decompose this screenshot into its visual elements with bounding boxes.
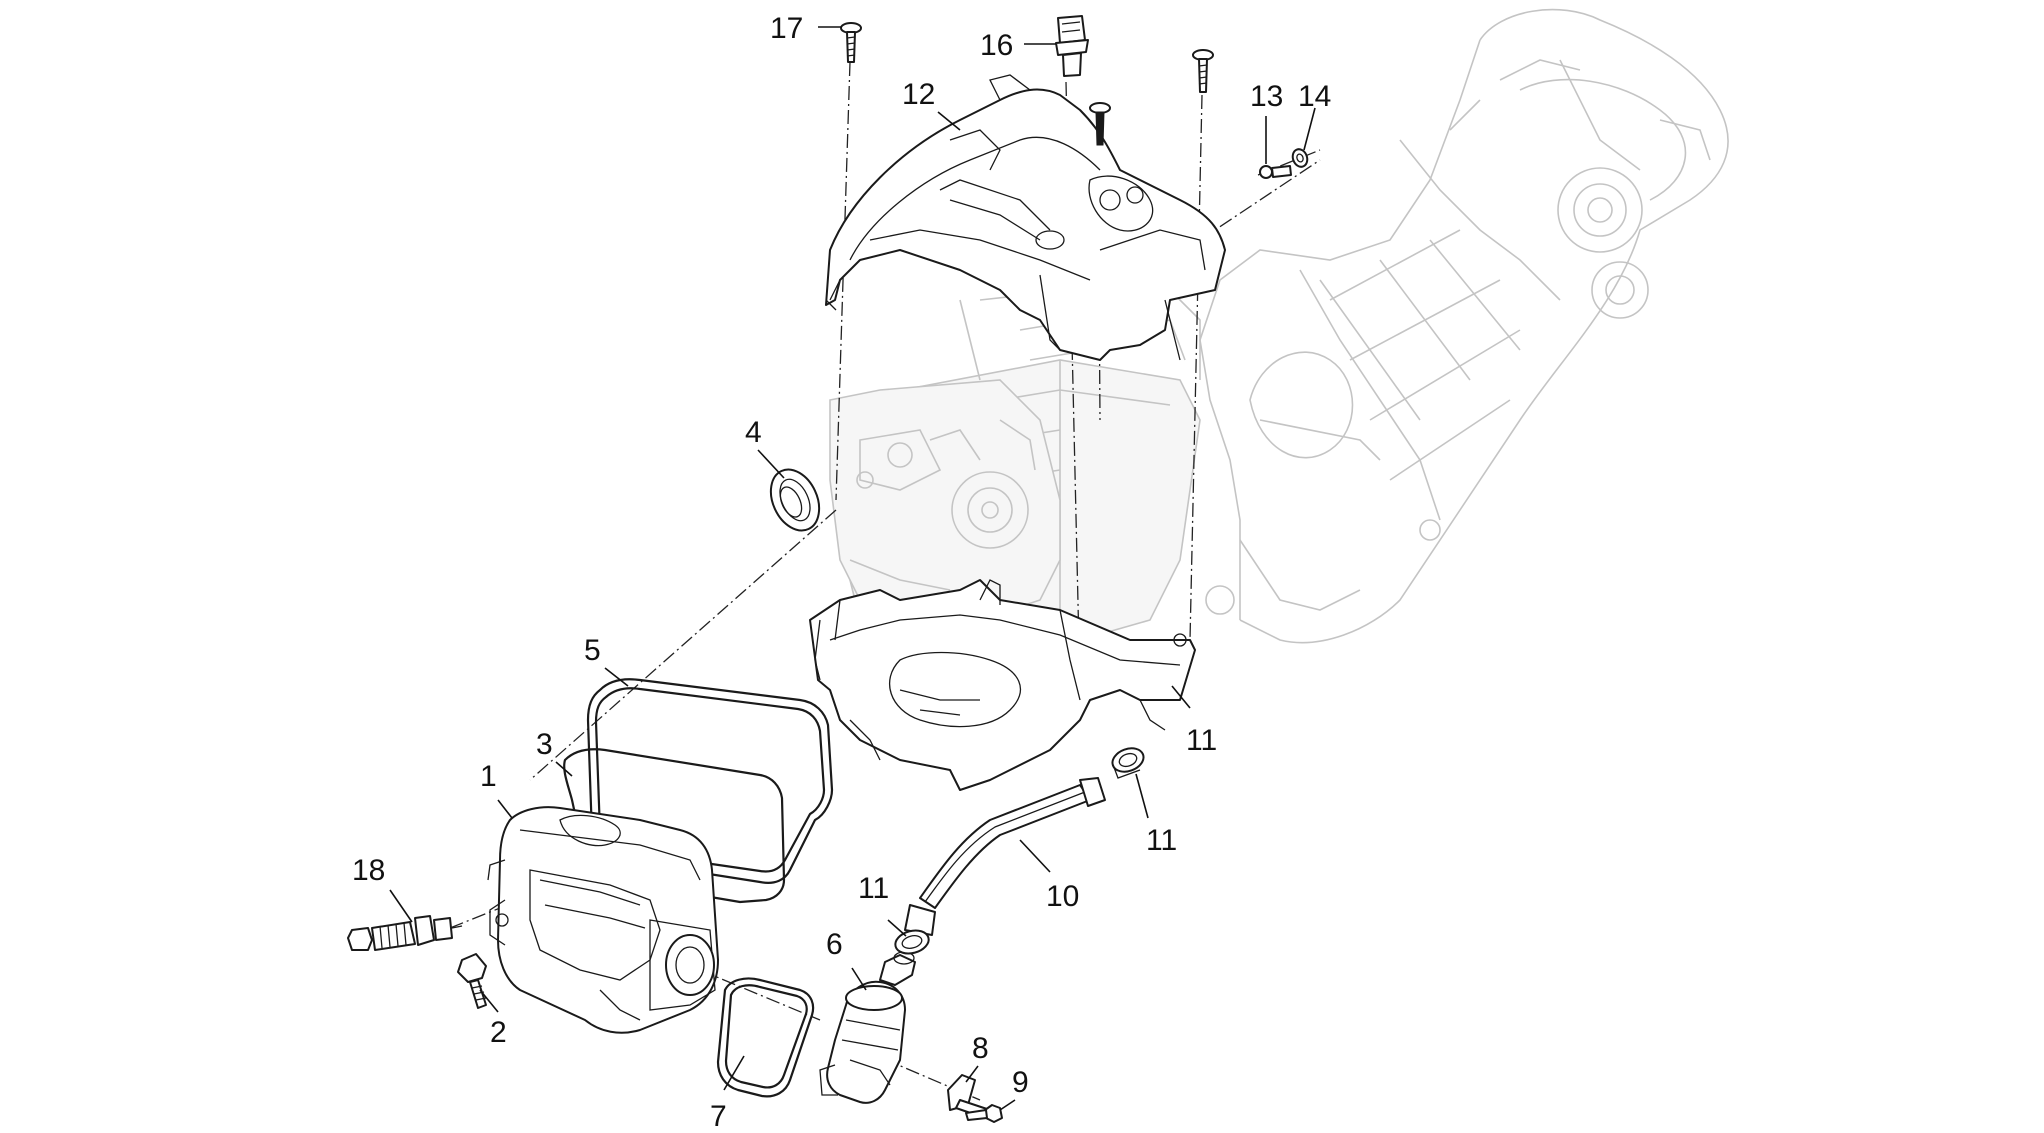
- shroud-screw-middle: [1089, 102, 1111, 146]
- callout-labels: 17 16 12 13 14 4 5 3 1 18 2 11 11 10 11 …: [352, 12, 1331, 1133]
- shroud-screw-right: [1192, 49, 1214, 93]
- callout-2: 2: [490, 1016, 507, 1049]
- seal-ring: [769, 468, 821, 532]
- callout-9: 9: [1012, 1066, 1029, 1099]
- callout-16: 14: [1298, 80, 1331, 113]
- callout-1: 1: [480, 760, 497, 793]
- cover-screw: [457, 953, 487, 1009]
- callout-15: 13: [1250, 80, 1283, 113]
- callout-10: 10: [1046, 880, 1079, 913]
- callout-18: 18: [352, 854, 385, 887]
- valve-cover: [487, 806, 719, 1034]
- breather: [819, 951, 916, 1104]
- inner-gasket: [563, 748, 786, 904]
- leader-lines: [389, 26, 1316, 1111]
- small-screw: [1259, 165, 1292, 179]
- callout-5: 5: [584, 634, 601, 667]
- callout-17: 16: [980, 29, 1013, 62]
- bracket-screw: [965, 1104, 1003, 1123]
- spark-plug: [347, 915, 463, 951]
- callout-14: 17: [770, 12, 803, 45]
- callout-12: 11: [1186, 724, 1217, 757]
- sensor: [1055, 15, 1089, 77]
- callout-11-upper: 11: [1146, 824, 1177, 857]
- lower-shroud: [809, 579, 1196, 791]
- hose-clamp-lower: [894, 929, 930, 955]
- callout-7: 7: [710, 1100, 727, 1133]
- callout-13: 12: [902, 78, 935, 111]
- callout-3: 3: [536, 728, 553, 761]
- engine-crankcase-ghost: [1199, 8, 1729, 644]
- breather-oring: [716, 977, 815, 1098]
- callout-8: 8: [972, 1032, 989, 1065]
- hose-clamp-upper: [1111, 747, 1145, 779]
- callout-4: 4: [745, 416, 762, 449]
- cylinder-head-ghost: [829, 379, 1061, 621]
- callout-6: 6: [826, 928, 843, 961]
- upper-shroud: [825, 74, 1226, 361]
- breather-hose: [904, 777, 1106, 936]
- callout-11-lower: 11: [858, 872, 889, 905]
- shroud-screw-left: [840, 22, 862, 63]
- washer: [1291, 148, 1309, 168]
